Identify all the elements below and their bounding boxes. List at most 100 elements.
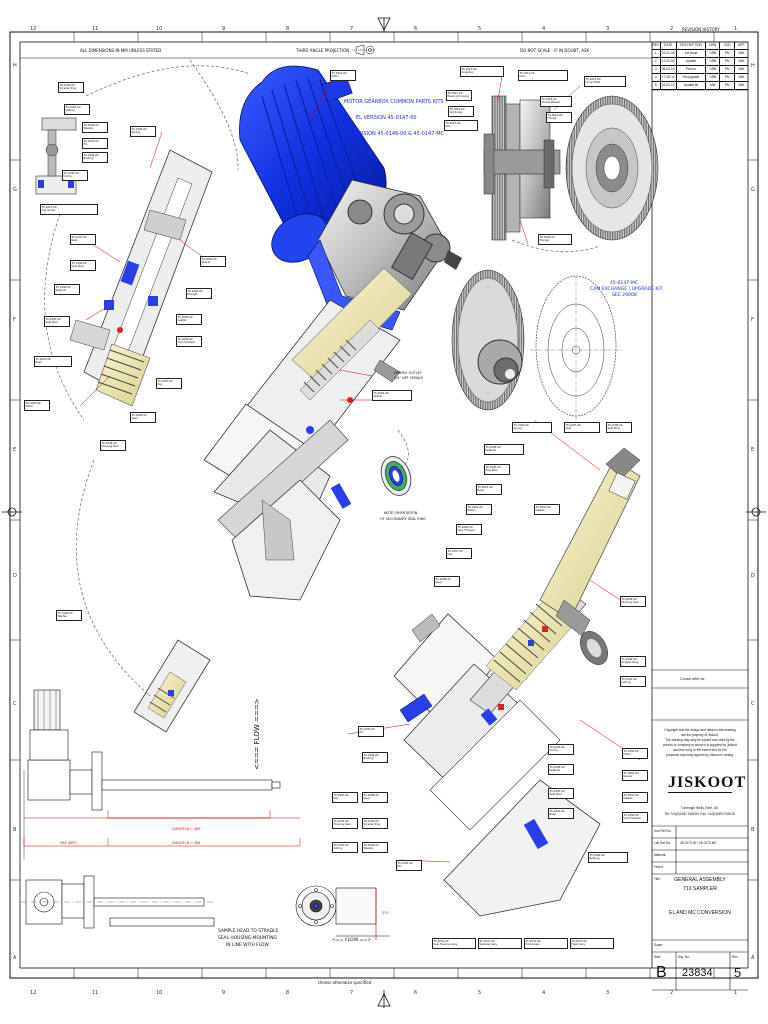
copyright-line: The drawing may only be copied and used … — [665, 738, 735, 742]
plan-view — [20, 875, 215, 929]
zone-letter: E — [751, 447, 755, 453]
revision-cell: PM — [720, 74, 735, 81]
revision-title: REVISION HISTORY — [682, 27, 720, 32]
exploded-assembly-lower — [393, 447, 641, 917]
drawing-variant: EL AND MC CONVERSION — [669, 910, 731, 916]
zone-number: 1 — [734, 26, 738, 32]
revision-cell: 4 — [652, 74, 661, 81]
revision-cell: MW — [738, 83, 745, 87]
zone-letter: C — [13, 701, 17, 707]
zone-number: 3 — [606, 26, 610, 32]
drawing-number-label: Drg. No. — [678, 955, 690, 959]
finish-label: Finish: — [654, 865, 664, 869]
dim-length-a: LENGTH A = 465 — [172, 827, 201, 831]
revision-cell: Update kit — [677, 82, 707, 89]
cam-kit-number: 45-0147-MC — [610, 281, 639, 286]
mounting-note-2: SEAL HOUSING MOUNTING — [218, 936, 277, 941]
flow-arrow-label: <=== FLOW ===> — [253, 698, 261, 770]
revision-cell: 11-02-09 — [661, 58, 677, 65]
units-note: ALL DIMENSIONS IN MM UNLESS STATED — [80, 48, 162, 53]
cam-kit-ref: SEE 29008 — [612, 293, 637, 298]
zone-number: 8 — [286, 26, 290, 32]
date-col: DATE — [661, 42, 677, 49]
revision-cell: 5 — [652, 82, 661, 89]
sampler-body-main — [203, 267, 413, 601]
mounting-note-3: IN LINE WITH FLOW — [226, 943, 269, 948]
motor-gearbox-assembly — [239, 65, 462, 331]
dimension-lines — [23, 810, 301, 846]
copyright-line: and then only to the extent and for the — [673, 748, 727, 752]
revision-cell: PM — [720, 66, 735, 73]
zone-letter: F — [751, 317, 754, 323]
material-label: Material: — [654, 853, 667, 857]
zone-number: 10 — [156, 990, 163, 996]
company-logo: JISKOOT — [668, 774, 747, 793]
sample-outlet-thread: 1/4" NPT FEMALE — [394, 376, 424, 380]
side-elevation — [23, 689, 300, 860]
probe-detail-lower — [133, 639, 211, 733]
tolerance-note: Unless otherwise specified — [318, 980, 372, 985]
zone-letter: B — [13, 827, 17, 833]
revision-cell: MW — [738, 51, 745, 55]
revision-cell: DRB — [706, 74, 721, 81]
revision-header-row: REV DATE DESCRIPTION DRN CKD APP — [652, 42, 748, 50]
zone-letter: F — [13, 317, 16, 323]
revision-cell: PM — [720, 82, 735, 89]
list-ref-label: Lab Ref No: — [654, 841, 672, 845]
zone-letter: D — [13, 573, 17, 579]
revision-number: 5 — [734, 965, 742, 980]
zone-number: 10 — [156, 26, 163, 32]
cam-profile-view — [530, 275, 622, 424]
cam-kit-title: CAM EXCHANGE / UPGRADE KIT — [590, 287, 663, 292]
drawing-title: GENERAL ASSEMBLY — [674, 877, 726, 883]
sub-ref-label: Sub Ref No: — [654, 829, 672, 833]
zone-number: 5 — [478, 26, 482, 32]
revision-cell: MW — [738, 59, 745, 63]
revision-cell: 1 — [652, 50, 661, 57]
zone-number: 7 — [350, 26, 354, 32]
inner-border — [19, 41, 749, 969]
drawing-subtitle: 710 SAMPLER — [683, 886, 717, 892]
revision-cell: PM — [720, 58, 735, 65]
kit-el-version: EL VERSION 45-0147-00 — [356, 115, 417, 121]
zone-number: 12 — [30, 26, 37, 32]
zone-letter: D — [751, 573, 755, 579]
orientation-note-2: OF SECONDARY SEAL RING — [380, 517, 426, 521]
zone-number: 11 — [92, 26, 99, 32]
projection-symbol — [352, 44, 376, 56]
revision-cell: 3 — [652, 66, 661, 73]
revision-cell: DRB — [706, 50, 721, 57]
drive-gear-detail — [483, 95, 561, 241]
